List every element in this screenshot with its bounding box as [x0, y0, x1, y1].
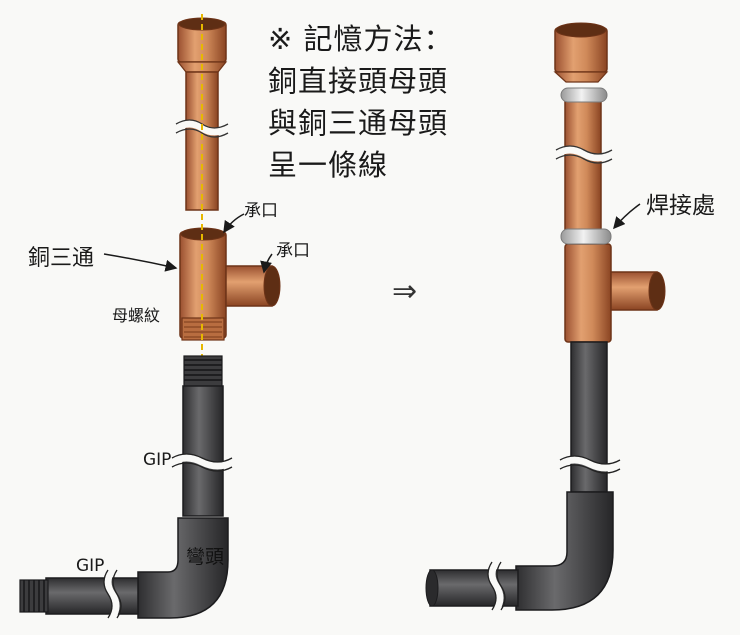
transition-arrow: ⇒: [392, 274, 418, 309]
upper-weld-bead: [560, 87, 608, 103]
lower-weld-bead: [560, 228, 612, 245]
memory-note-title: ※ 記憶方法：: [268, 22, 454, 56]
right-assembled-view: [425, 22, 666, 612]
label-weld-point: 焊接處: [646, 193, 715, 219]
left-exploded-view: [19, 14, 281, 620]
tee-pointer: [103, 253, 178, 272]
socket-side-pointer: [260, 253, 273, 274]
label-copper-tee: 銅三通: [28, 246, 95, 271]
gip-vertical-pipe: [170, 355, 234, 517]
weld-pointer: [613, 203, 641, 230]
gip-elbow: [137, 517, 229, 619]
memory-note-line-2: 與銅三通母頭: [268, 106, 449, 140]
copper-tee: [179, 227, 281, 341]
label-gip-upper: GIP: [143, 450, 172, 470]
memory-note: ※ 記憶方法： 銅直接頭母頭 與銅三通母頭 呈一條線: [268, 18, 454, 186]
socket-top-pointer: [223, 213, 245, 234]
label-socket-top: 承口: [244, 201, 278, 221]
gip-horizontal-pipe: [19, 568, 139, 620]
label-female-thread: 母螺紋: [112, 306, 161, 325]
label-gip-lower: GIP: [76, 556, 105, 576]
memory-note-line-1: 銅直接頭母頭: [268, 64, 449, 98]
label-socket-side: 承口: [276, 241, 310, 261]
memory-note-line-3: 呈一條線: [268, 148, 389, 182]
label-elbow: 彎頭: [186, 546, 225, 568]
